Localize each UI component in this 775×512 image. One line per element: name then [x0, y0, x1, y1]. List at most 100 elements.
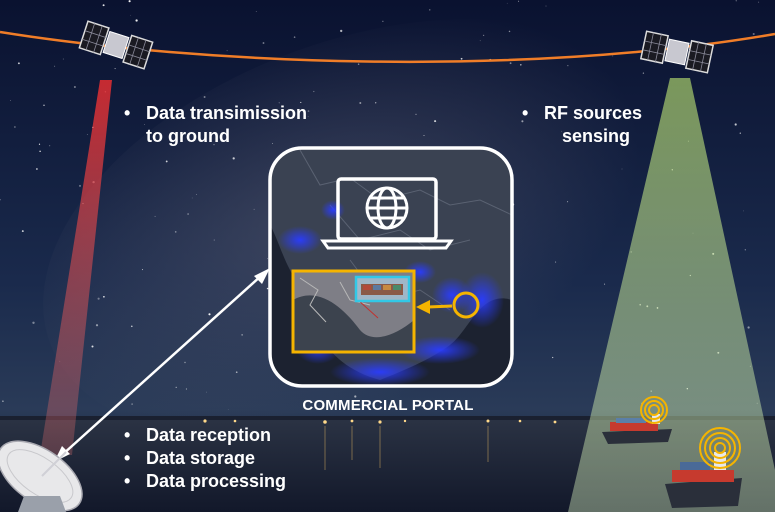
- star: [39, 150, 41, 153]
- star: [479, 40, 481, 42]
- star: [307, 116, 309, 117]
- star: [226, 50, 228, 52]
- star: [130, 325, 133, 328]
- star: [604, 283, 606, 285]
- star: [2, 400, 4, 403]
- star: [359, 102, 362, 104]
- star: [429, 9, 431, 11]
- sensing-cone: [568, 78, 775, 512]
- star: [32, 321, 35, 324]
- bullet-item: Data processing: [122, 470, 286, 493]
- star: [114, 68, 116, 70]
- star: [520, 64, 522, 66]
- star: [555, 261, 557, 263]
- star: [38, 143, 41, 145]
- hotspot: [400, 336, 480, 364]
- bullet-item: Data transimission to ground: [122, 102, 307, 148]
- portal-label: COMMERCIAL PORTAL: [302, 397, 474, 414]
- star: [421, 405, 424, 407]
- star: [175, 386, 177, 389]
- horizon-land: [0, 416, 775, 420]
- ship-icon: [665, 452, 742, 508]
- star: [191, 197, 193, 199]
- star: [185, 388, 187, 390]
- star: [506, 2, 508, 4]
- star: [130, 14, 132, 16]
- star: [141, 269, 144, 271]
- star: [552, 356, 554, 359]
- star: [95, 324, 99, 327]
- right-satellite-icon: [639, 30, 715, 74]
- radio-signal-icon: [699, 427, 741, 469]
- laptop-icon: [320, 177, 454, 250]
- star: [14, 126, 16, 128]
- star: [54, 65, 56, 67]
- star: [567, 201, 569, 203]
- star: [621, 168, 623, 170]
- star: [196, 194, 197, 195]
- portal-frame: [268, 146, 514, 388]
- star: [235, 371, 238, 374]
- star: [545, 5, 547, 7]
- star: [227, 409, 229, 410]
- satellite-dish-icon: [0, 440, 83, 512]
- hotspot: [278, 226, 322, 254]
- star: [375, 102, 377, 104]
- hotspot: [460, 272, 504, 328]
- star: [460, 57, 463, 60]
- star: [267, 258, 268, 259]
- right-satellite-bullets: RF sources sensing: [520, 102, 642, 148]
- star: [135, 19, 138, 22]
- star: [102, 4, 105, 7]
- star: [747, 326, 750, 329]
- star: [307, 110, 310, 112]
- star: [62, 58, 64, 60]
- star: [734, 123, 737, 126]
- star: [208, 313, 211, 316]
- star: [213, 239, 215, 241]
- star: [253, 208, 255, 210]
- star: [382, 20, 384, 22]
- star: [744, 249, 746, 251]
- light-reflections: [324, 426, 489, 470]
- star: [21, 230, 24, 233]
- bullet-item: RF sources sensing: [520, 102, 642, 148]
- star: [612, 55, 614, 57]
- left-satellite-icon: [78, 20, 154, 70]
- star: [165, 160, 168, 163]
- ground-station-bullets: Data reception Data storage Data process…: [122, 424, 286, 493]
- star: [758, 1, 760, 3]
- star: [232, 157, 235, 160]
- star: [752, 32, 755, 36]
- star: [508, 30, 511, 33]
- star: [518, 0, 520, 2]
- star: [434, 120, 437, 123]
- star: [293, 36, 296, 38]
- star: [73, 85, 76, 89]
- star: [97, 297, 100, 300]
- star: [131, 403, 133, 405]
- star: [642, 72, 645, 74]
- bullet-line: Data transimission: [146, 103, 308, 123]
- star: [0, 198, 1, 201]
- bullet-line: to ground: [146, 126, 230, 146]
- star: [340, 29, 343, 33]
- star: [255, 10, 257, 12]
- star: [241, 334, 243, 336]
- star: [415, 113, 417, 116]
- shore-lights: [203, 419, 557, 424]
- star: [482, 34, 485, 37]
- star: [567, 65, 569, 67]
- star: [91, 345, 94, 348]
- radio-signal-icon: [640, 396, 668, 424]
- star: [184, 361, 186, 364]
- globe-icon: [365, 186, 409, 230]
- star: [43, 104, 45, 107]
- bullet-item: Data storage: [122, 447, 286, 470]
- star: [357, 63, 360, 65]
- star: [17, 62, 20, 65]
- star: [735, 0, 737, 2]
- star: [79, 184, 81, 187]
- star: [262, 42, 265, 44]
- star: [86, 134, 88, 135]
